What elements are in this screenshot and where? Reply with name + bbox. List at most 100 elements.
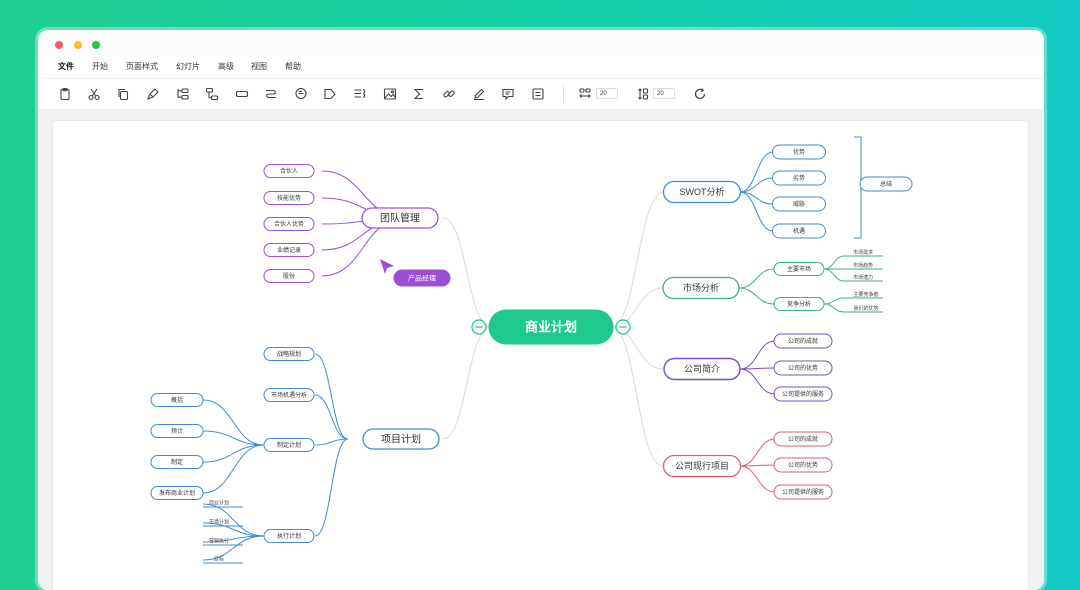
link-icon[interactable] (442, 87, 456, 101)
outline-icon[interactable] (353, 87, 367, 101)
swot-node[interactable]: SWOT分析 (662, 180, 742, 204)
company-item-label: 公司的成就 (788, 337, 818, 345)
menu-file[interactable]: 文件 (58, 62, 74, 71)
close-window-button[interactable] (55, 41, 63, 49)
exec-sub-item[interactable]: 商业计划 (209, 500, 229, 507)
current-project-item-label: 公司的优势 (788, 461, 818, 469)
shape-icon[interactable] (235, 87, 249, 101)
plan-sub-item[interactable]: 概括 (150, 393, 204, 407)
team-item-label: 技能优势 (277, 194, 301, 202)
company-item[interactable]: 公司提供的服务 (773, 386, 833, 402)
team-item-label: 合伙人优势 (274, 220, 304, 228)
mindmap-canvas[interactable]: 合伙人技能优势合伙人优势业绩记录股份 团队管理产品经理战略规划市场机遇分析制定计划… (53, 121, 1028, 590)
market-item[interactable]: 竞争分析 (773, 297, 825, 311)
tag-icon[interactable] (323, 87, 337, 101)
scissors-icon[interactable] (87, 87, 101, 101)
workspace: 合伙人技能优势合伙人优势业绩记录股份 团队管理产品经理战略规划市场机遇分析制定计划… (38, 110, 1044, 590)
menu-start[interactable]: 开始 (92, 62, 108, 71)
add-sibling-topic-icon[interactable] (205, 87, 219, 101)
format-brush-icon[interactable] (146, 87, 160, 101)
connector-line (314, 394, 349, 440)
swot-item[interactable]: 机遇 (772, 223, 826, 239)
team-item[interactable]: 技能优势 (263, 191, 315, 205)
market-sub-item[interactable]: 市场潜力 (853, 274, 873, 281)
image-icon[interactable] (383, 87, 397, 101)
project-item[interactable]: 战略规划 (263, 347, 315, 361)
swot-summary-node[interactable]: 总结 (859, 176, 913, 192)
project-item[interactable]: 制定计划 (263, 438, 315, 452)
connector-line (739, 191, 774, 232)
menu-slides[interactable]: 幻灯片 (176, 62, 200, 71)
swot-item[interactable]: 威胁 (772, 196, 826, 212)
menu-view[interactable]: 视图 (251, 62, 267, 71)
floating-label-badge[interactable]: 产品经理 (393, 269, 451, 287)
outline-panel-icon[interactable] (531, 87, 545, 101)
swot-item-label: 优势 (793, 148, 805, 156)
current-projects-node[interactable]: 公司现行项目 (662, 454, 742, 478)
exec-sub-item[interactable]: 市场计划 (209, 519, 229, 526)
connector-line (202, 503, 265, 537)
market-sub-item[interactable]: 市场需求 (853, 249, 873, 256)
team-item[interactable]: 业绩记录 (263, 243, 315, 257)
competition-sub-item[interactable]: 我们的优势 (853, 305, 878, 312)
menu-advanced[interactable]: 高级 (218, 62, 234, 71)
add-child-topic-icon[interactable] (176, 87, 190, 101)
market-sub-item[interactable]: 市场趋势 (853, 262, 873, 269)
swot-item[interactable]: 劣势 (772, 170, 826, 186)
company-item[interactable]: 公司的优势 (773, 360, 833, 376)
root-topic-node[interactable]: 商业计划 (488, 309, 614, 345)
connector-line (442, 326, 492, 440)
copy-icon[interactable] (116, 87, 130, 101)
project-plan-node[interactable]: 项目计划 (362, 428, 440, 450)
formula-icon[interactable] (412, 87, 426, 101)
project-item-label: 市场机遇分析 (271, 391, 307, 399)
exec-sub-item[interactable]: 营销执行 (209, 538, 229, 545)
company-profile-node-label: 公司简介 (684, 363, 720, 374)
refresh-icon[interactable] (693, 87, 707, 101)
team-item[interactable]: 合伙人优势 (263, 217, 315, 231)
company-item[interactable]: 公司的成就 (773, 333, 833, 349)
market-item[interactable]: 主要市场 (773, 262, 825, 276)
plan-sub-item[interactable]: 制定 (150, 455, 204, 469)
connector-line (314, 353, 349, 440)
connector-line (202, 444, 265, 494)
connector-line (738, 287, 775, 305)
company-item-label: 公司提供的服务 (782, 390, 824, 398)
horizontal-spacing-input[interactable]: 20 (596, 88, 618, 99)
team-item[interactable]: 合伙人 (263, 164, 315, 178)
plan-sub-item[interactable]: 发布商业计划 (150, 486, 204, 500)
market-analysis-node[interactable]: 市场分析 (662, 276, 740, 300)
swot-item[interactable]: 优势 (772, 144, 826, 160)
collapse-left-icon[interactable] (471, 319, 487, 335)
exec-sub-item[interactable]: 目标 (214, 556, 224, 563)
company-profile-node[interactable]: 公司简介 (663, 357, 741, 381)
maximize-window-button[interactable] (92, 41, 100, 49)
connector-line (442, 217, 492, 328)
team-management-node[interactable]: 团队管理 (361, 207, 439, 229)
note-icon[interactable] (501, 87, 515, 101)
current-project-item-label: 公司提供的服务 (782, 488, 824, 496)
toolbar: 20 20 (38, 79, 1044, 110)
team-item[interactable]: 股份 (263, 269, 315, 283)
menu-page-style[interactable]: 页面样式 (126, 62, 158, 71)
market-item-label: 竞争分析 (787, 300, 811, 308)
swot-summary-node-label: 总结 (880, 180, 892, 188)
connector-icon[interactable] (264, 87, 278, 101)
vertical-spacing-input[interactable]: 20 (653, 88, 675, 99)
comment-icon[interactable] (294, 87, 308, 101)
collapse-right-icon[interactable] (615, 319, 631, 335)
menu-help[interactable]: 帮助 (285, 62, 301, 71)
current-project-item[interactable]: 公司的成就 (773, 431, 833, 447)
project-item[interactable]: 市场机遇分析 (263, 388, 315, 402)
current-project-item[interactable]: 公司的优势 (773, 457, 833, 473)
clipboard-icon[interactable] (58, 87, 72, 101)
minimize-window-button[interactable] (74, 41, 82, 49)
connector-line (202, 399, 265, 446)
pen-icon[interactable] (472, 87, 486, 101)
plan-sub-item[interactable]: 预计 (150, 424, 204, 438)
competition-sub-item[interactable]: 主要竞争者 (853, 291, 878, 298)
current-project-item[interactable]: 公司提供的服务 (773, 484, 833, 500)
connector-line (202, 522, 265, 537)
project-item[interactable]: 执行计划 (263, 529, 315, 543)
